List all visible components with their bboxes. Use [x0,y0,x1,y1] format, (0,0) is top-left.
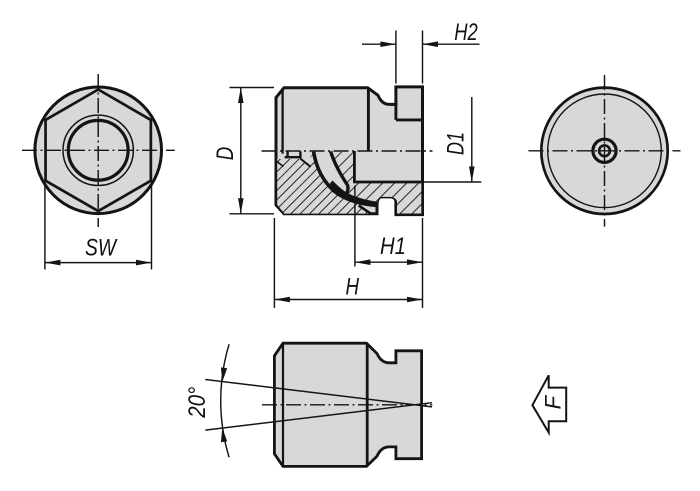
svg-text:20°: 20° [184,386,211,418]
svg-text:F: F [540,394,565,409]
svg-text:H: H [346,274,360,301]
svg-text:D1: D1 [443,132,470,155]
svg-text:D: D [212,147,239,161]
svg-text:H1: H1 [380,233,406,260]
svg-text:SW: SW [85,235,118,262]
svg-text:H2: H2 [454,19,478,46]
